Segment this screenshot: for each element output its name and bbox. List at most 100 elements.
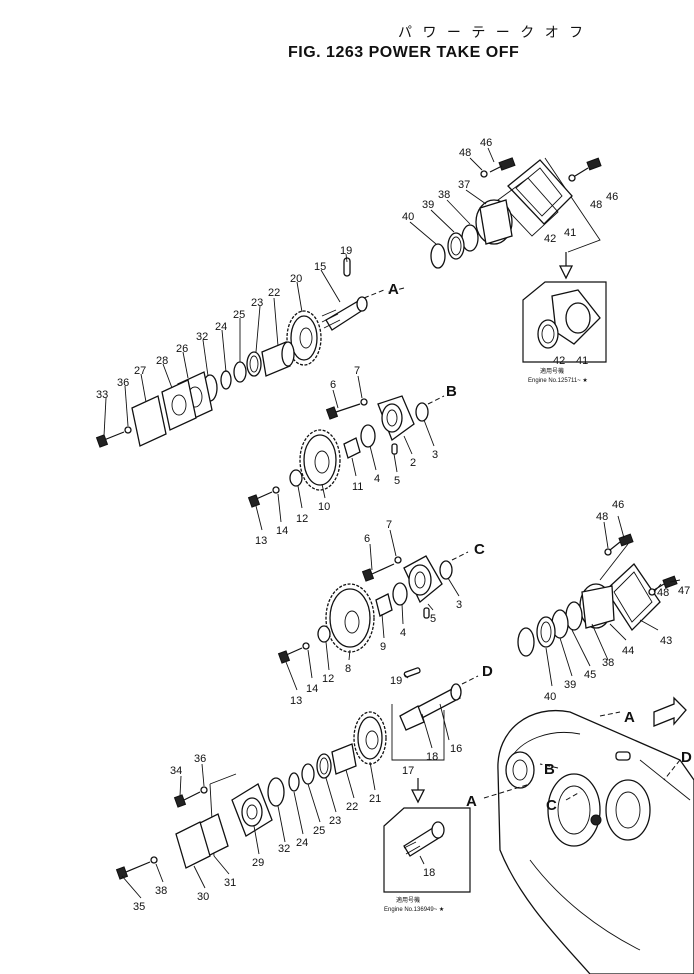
callout-3: 3 (432, 449, 438, 461)
callout-27: 27 (134, 365, 146, 377)
callout-10: 10 (318, 501, 330, 513)
callout-22: 22 (268, 287, 280, 299)
callout-39: 39 (564, 679, 576, 691)
callout-23: 23 (329, 815, 341, 827)
reference-guides (387, 287, 681, 801)
callout-35: 35 (133, 901, 145, 913)
ref-letter-d: D (681, 749, 692, 766)
applicability-note-jp-1: 適用号機 (540, 367, 564, 375)
reference-letters: A B C D A A B C D (388, 281, 692, 814)
applicability-note-1: Engine No.125711~ ★ (528, 377, 588, 384)
callout-24: 24 (296, 837, 308, 849)
callout-44: 44 (622, 645, 634, 657)
ref-letter-a: A (466, 793, 477, 810)
ref-letter-b: B (446, 383, 457, 400)
callout-7: 7 (386, 519, 392, 531)
idler-row-b (247, 395, 445, 508)
callout-40: 40 (402, 211, 414, 223)
callout-33: 33 (96, 389, 108, 401)
callout-36: 36 (117, 377, 129, 389)
applicability-note-jp-2: 適用号機 (396, 896, 420, 904)
ref-letter-a: A (388, 281, 399, 298)
callout-13: 13 (290, 695, 302, 707)
idler-row-c (277, 551, 469, 664)
callout-34: 34 (170, 765, 182, 777)
ref-letter-b: B (544, 761, 555, 778)
callout-46: 46 (612, 499, 624, 511)
callout-30: 30 (197, 891, 209, 903)
callout-6: 6 (330, 379, 336, 391)
callout-48: 48 (596, 511, 608, 523)
callout-12: 12 (322, 673, 334, 685)
shaft-row-upper (95, 257, 385, 448)
callout-23: 23 (251, 297, 263, 309)
callout-39: 39 (422, 199, 434, 211)
callout-38: 38 (438, 189, 450, 201)
callout-14: 14 (276, 525, 288, 537)
leader-lines (103, 147, 681, 899)
callout-16: 16 (450, 743, 462, 755)
callout-5: 5 (394, 475, 400, 487)
middle-right-assembly (517, 533, 678, 657)
ref-letter-c: C (546, 797, 557, 814)
callout-numbers: 46 48 37 38 39 40 42 41 48 46 19 15 20 2… (96, 137, 690, 913)
callout-25: 25 (313, 825, 325, 837)
callout-48: 48 (459, 147, 471, 159)
ref-letter-a: A (624, 709, 635, 726)
callout-15: 15 (314, 261, 326, 273)
callout-9: 9 (380, 641, 386, 653)
callout-47: 47 (678, 585, 690, 597)
callout-28: 28 (156, 355, 168, 367)
callout-12: 12 (296, 513, 308, 525)
ref-letter-d: D (482, 663, 493, 680)
callout-41: 41 (576, 355, 588, 367)
callout-24: 24 (215, 321, 227, 333)
callout-6: 6 (364, 533, 370, 545)
callout-20: 20 (290, 273, 302, 285)
ref-letter-c: C (474, 541, 485, 558)
callout-25: 25 (233, 309, 245, 321)
callout-46: 46 (480, 137, 492, 149)
callout-18: 18 (423, 867, 435, 879)
callout-19: 19 (390, 675, 402, 687)
title-japanese: パ ワ ー テ ー ク オ フ (398, 25, 587, 41)
callout-37: 37 (458, 179, 470, 191)
callout-42: 42 (553, 355, 565, 367)
callout-26: 26 (176, 343, 188, 355)
figure-title: FIG. 1263 POWER TAKE OFF (288, 44, 520, 61)
callout-41: 41 (564, 227, 576, 239)
callout-5: 5 (430, 613, 436, 625)
callout-4: 4 (374, 473, 380, 485)
callout-22: 22 (346, 801, 358, 813)
callout-3: 3 (456, 599, 462, 611)
callout-40: 40 (544, 691, 556, 703)
callout-17: 17 (402, 765, 414, 777)
callout-21: 21 (369, 793, 381, 805)
callout-8: 8 (345, 663, 351, 675)
callout-38: 38 (155, 885, 167, 897)
callout-11: 11 (352, 481, 363, 493)
callout-14: 14 (306, 683, 318, 695)
callout-48: 48 (590, 199, 602, 211)
callout-19: 19 (340, 245, 352, 257)
callout-48: 48 (657, 587, 669, 599)
callout-32: 32 (196, 331, 208, 343)
callout-7: 7 (354, 365, 360, 377)
callout-43: 43 (660, 635, 672, 647)
upper-assembly: 適用号機 Engine No.125711~ ★ (430, 157, 607, 384)
gear-housing (497, 696, 694, 974)
callout-42: 42 (544, 233, 556, 245)
callout-31: 31 (224, 877, 236, 889)
applicability-note-2: Engine No.136949~ ★ (384, 906, 444, 913)
callout-2: 2 (410, 457, 416, 469)
callout-29: 29 (252, 857, 264, 869)
callout-13: 13 (255, 535, 267, 547)
callout-4: 4 (400, 627, 406, 639)
callout-46: 46 (606, 191, 618, 203)
lower-shaft-row: 適用号機 Engine No.136949~ ★ (115, 667, 479, 913)
callout-18: 18 (426, 751, 438, 763)
callout-36: 36 (194, 753, 206, 765)
callout-45: 45 (584, 669, 596, 681)
callout-32: 32 (278, 843, 290, 855)
